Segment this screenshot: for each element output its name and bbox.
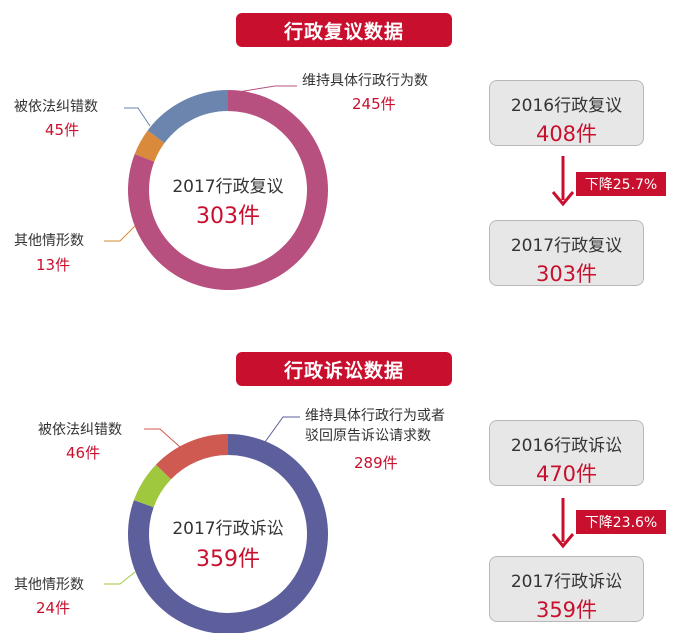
- prev-year-box: 2016行政复议 408件: [489, 80, 644, 146]
- section-title: 行政诉讼数据: [236, 352, 452, 386]
- leader-line: [144, 428, 181, 448]
- donut-slice-2: [147, 90, 228, 143]
- donut-slice-1: [134, 130, 165, 162]
- decline-badge: 下降23.6%: [576, 510, 666, 534]
- slice-label-value: 13件: [36, 256, 70, 274]
- curr-year-value: 359件: [535, 598, 598, 622]
- leader-line: [104, 225, 136, 242]
- slice-label-name: 被依法纠错数: [38, 422, 122, 438]
- slice-label-name: 其他情形数: [14, 233, 84, 249]
- prev-year-label: 2016行政诉讼: [510, 436, 623, 456]
- prev-year-label: 2016行政复议: [510, 96, 623, 116]
- donut-center-value: 303件: [196, 204, 260, 229]
- slice-label-name: 被依法纠错数: [14, 99, 98, 115]
- slice-label-value: 46件: [66, 444, 100, 462]
- prev-year-value: 408件: [535, 122, 598, 146]
- decline-badge: 下降25.7%: [576, 172, 666, 196]
- leader-line: [231, 85, 297, 94]
- slice-label-name: 维持具体行政行为数: [302, 73, 428, 89]
- donut-center-label: 2017行政复议: [172, 177, 283, 197]
- slice-label-value: 245件: [352, 95, 396, 113]
- curr-year-value: 303件: [535, 262, 598, 286]
- slice-label-name: 维持具体行政行为或者: [305, 408, 445, 424]
- prev-year-box: 2016行政诉讼 470件: [489, 420, 644, 486]
- admin-litigation-section: 行政诉讼数据 2017行政诉讼 359件 维持具体行政行为或者 驳回原告诉讼请求…: [0, 316, 676, 633]
- down-arrow-icon: [551, 498, 575, 549]
- donut-center-label: 2017行政诉讼: [172, 519, 283, 539]
- admin-review-section: 行政复议数据 2017行政复议 303件 维持具体行政行为数 245件 被依法纠…: [0, 0, 676, 316]
- slice-label-value: 45件: [45, 121, 79, 139]
- leader-line: [124, 107, 151, 127]
- admin-litigation-donut-chart: 2017行政诉讼 359件 维持具体行政行为或者 驳回原告诉讼请求数 289件 …: [14, 408, 445, 633]
- leader-line: [104, 571, 136, 585]
- donut-slice-1: [133, 464, 172, 508]
- slice-label-name: 驳回原告诉讼请求数: [305, 428, 431, 444]
- prev-year-value: 470件: [535, 462, 598, 486]
- admin-review-donut-chart: 2017行政复议 303件 维持具体行政行为数 245件 被依法纠错数 45件 …: [14, 73, 428, 290]
- curr-year-label: 2017行政复议: [510, 236, 623, 256]
- curr-year-box: 2017行政诉讼 359件: [489, 556, 644, 622]
- donut-center-value: 359件: [196, 547, 260, 572]
- leader-line: [264, 416, 300, 443]
- section-title: 行政复议数据: [236, 13, 452, 47]
- slice-label-value: 24件: [36, 599, 70, 617]
- curr-year-label: 2017行政诉讼: [510, 572, 623, 592]
- slice-label-value: 289件: [354, 454, 398, 472]
- down-arrow-icon: [551, 156, 575, 207]
- curr-year-box: 2017行政复议 303件: [489, 220, 644, 286]
- slice-label-name: 其他情形数: [14, 577, 84, 593]
- donut-slice-2: [155, 434, 228, 480]
